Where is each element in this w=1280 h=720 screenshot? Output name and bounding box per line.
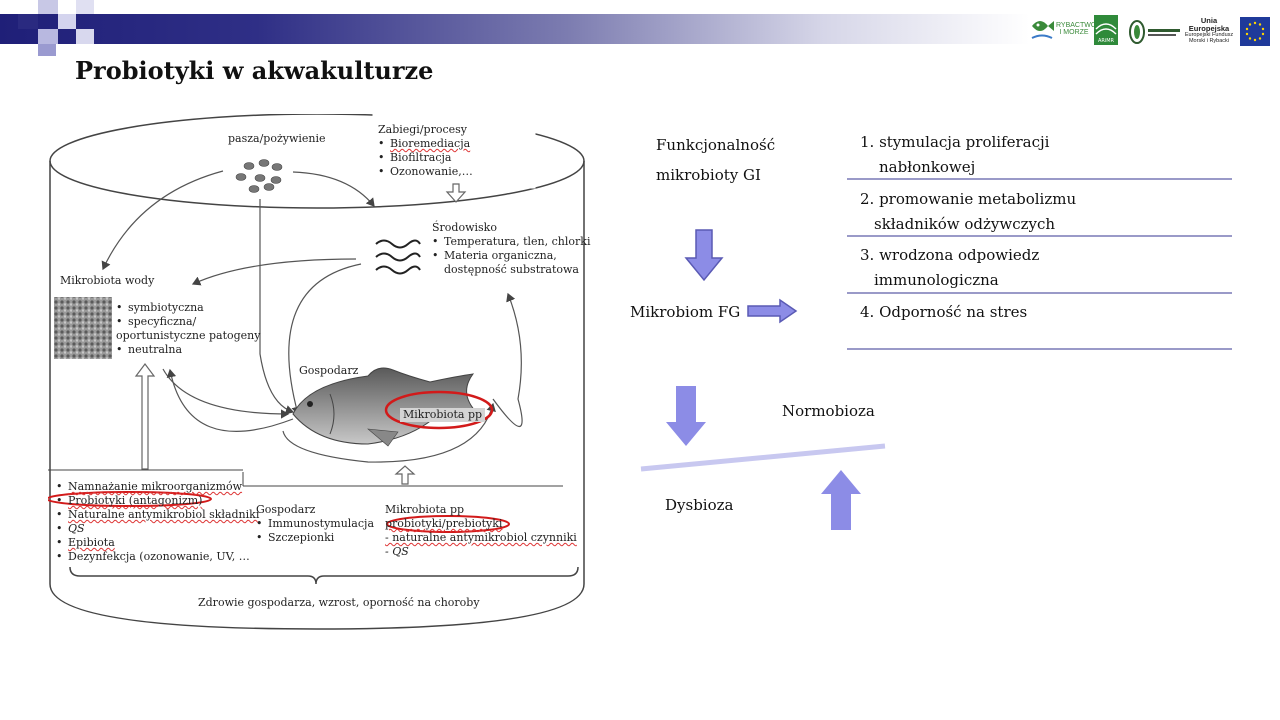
right-arrow-icon [747, 298, 798, 324]
function-item-4: 4. Odporność na stres [860, 300, 1027, 325]
eu-flag-icon [1240, 17, 1270, 46]
highlight-ellipse-prebiotyki [386, 515, 510, 533]
environment-item: Temperatura, tlen, chlorki [432, 235, 590, 249]
treatment-item: Bioremediacja [378, 137, 473, 151]
fish-icon [292, 367, 480, 447]
micro-box-item: - naturalne antymikrobiol czynniki [385, 531, 577, 544]
left-box-item: QS [56, 522, 259, 536]
micro-box-item: probiotyki/prebiotyki [385, 517, 503, 530]
rybactwo-logo-text: RYBACTWO I MORZE [1056, 22, 1097, 37]
water-microbiota-list: symbiotyczna specyficzna/ oportunistyczn… [116, 301, 260, 357]
aquaculture-diagram: pasza/pożywienie Zabiegi/procesy Bioreme… [48, 114, 594, 634]
arimr-logo: ARiMR [1094, 15, 1118, 45]
environment-box: Środowisko Temperatura, tlen, chlorki Ma… [432, 221, 590, 277]
left-box-item: Epibiota [56, 536, 259, 550]
function-item-2-line2: składników odżywczych [874, 215, 1056, 233]
header-band [0, 14, 1030, 44]
functionality-line1: Funkcjonalność [656, 136, 776, 154]
dysbioza-label: Dysbioza [665, 496, 734, 514]
host-label: Gospodarz [299, 364, 359, 377]
left-box-item: Namnażanie mikroorganizmów [56, 480, 259, 494]
rybactwo-logo: RYBACTWO I MORZE [1030, 14, 1097, 46]
micro-box-title: Mikrobiota pp [385, 503, 465, 516]
left-box-item: Dezynfekcja (ozonowanie, UV, … [56, 550, 259, 564]
header-decor-square [18, 14, 38, 29]
water-microbiota-item: specyficzna/ [116, 315, 260, 329]
up-arrow-icon [821, 470, 861, 530]
micro-box-item: - QS [385, 545, 409, 558]
host-box-title: Gospodarz [256, 503, 316, 516]
header-decor-square [76, 0, 94, 14]
function-item-3-line2: immunologiczna [874, 271, 999, 289]
bottom-caption: Zdrowie gospodarza, wzrost, oporność na … [198, 596, 480, 609]
water-microbiota-item: neutralna [116, 343, 260, 357]
function-item-1-line2: nabłonkowej [879, 158, 976, 176]
treatments-title: Zabiegi/procesy [378, 123, 467, 136]
normobioza-label: Normobioza [782, 402, 875, 420]
functionality-line2: mikrobioty GI [656, 166, 761, 184]
environment-item: Materia organiczna, [432, 249, 590, 263]
left-box-list: Namnażanie mikroorganizmów Probiotyki (a… [56, 480, 259, 564]
header-decor-square [38, 0, 58, 14]
eu-logo-line3: Morski i Rybacki [1188, 37, 1230, 44]
eu-logo-line2: Europejski Fundusz [1184, 32, 1234, 39]
function-item-1-line1: 1. stymulacja proliferacji [860, 133, 1050, 151]
function-item-2-line1: 2. promowanie metabolizmu [860, 190, 1077, 208]
water-microbiota-title: Mikrobiota wody [60, 274, 155, 287]
environment-title: Środowisko [432, 221, 497, 234]
host-box-item: Szczepionki [256, 531, 374, 545]
micro-box: Mikrobiota pp probiotyki/prebiotyki - na… [385, 503, 577, 559]
highlight-ellipse-mikrobiota [384, 390, 494, 430]
function-item-3: 3. wrodzona odpowiedz immunologiczna [860, 243, 1039, 293]
header-decor-square [38, 29, 58, 44]
balance-beam [640, 443, 886, 472]
treatment-item: Ozonowanie,… [378, 165, 473, 179]
function-item-2: 2. promowanie metabolizmu składników odż… [860, 187, 1076, 237]
function-item-1: 1. stymulacja proliferacji nabłonkowej [860, 130, 1049, 180]
microbiota-texture-image [54, 297, 112, 359]
host-box: Gospodarz Immunostymulacja Szczepionki [256, 503, 374, 545]
header-decor-square [76, 29, 94, 44]
left-box-item: Naturalne antymikrobiol składniki [56, 508, 259, 522]
eu-logo-line1: Unia Europejska [1188, 16, 1230, 34]
divider-rule [847, 348, 1232, 350]
feed-pellets [235, 159, 283, 193]
arimr-logo-text: ARiMR [1098, 38, 1115, 44]
header-decor-square [38, 44, 56, 56]
environment-item: dostępność substratowa [444, 263, 579, 276]
function-item-3-line1: 3. wrodzona odpowiedz [860, 246, 1040, 264]
ministry-logo [1128, 18, 1182, 46]
divider-rule [847, 178, 1232, 180]
treatment-item: Biofiltracja [378, 151, 473, 165]
function-item-4-line1: 4. Odporność na stres [860, 303, 1028, 321]
divider-rule [847, 235, 1232, 237]
fish-microbiota-label: Mikrobiota pp [400, 408, 486, 422]
down-arrow-icon [684, 229, 724, 282]
left-box-item: Probiotyki (antagonizm) [56, 494, 259, 508]
eu-text-logo: Unia Europejska Europejski Fundusz Morsk… [1180, 16, 1238, 46]
host-box-item: Immunostymulacja [256, 517, 374, 531]
divider-rule [847, 292, 1232, 294]
treatments-box: Zabiegi/procesy Bioremediacja Biofiltrac… [378, 123, 473, 179]
microbiome-label: Mikrobiom FG [630, 303, 741, 321]
water-microbiota-item: oportunistyczne patogeny [116, 329, 261, 342]
water-microbiota-item: symbiotyczna [116, 301, 260, 315]
page-title: Probiotyki w akwakulturze [75, 56, 434, 85]
header-decor-square [58, 14, 76, 29]
water-waves-icon [375, 239, 421, 275]
feed-label: pasza/pożywienie [228, 132, 326, 145]
down-arrow-icon [666, 386, 706, 446]
